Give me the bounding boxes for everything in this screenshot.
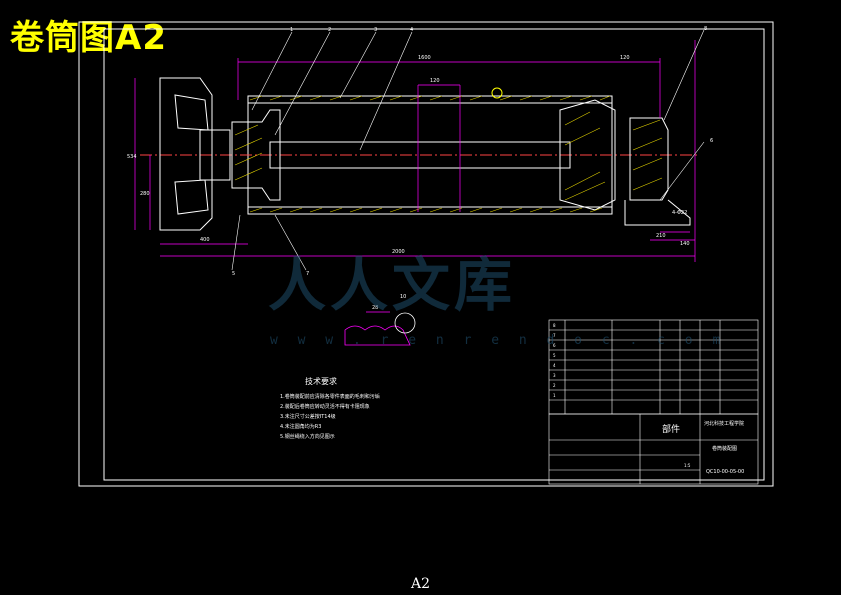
svg-text:3: 3 (553, 373, 556, 378)
drawing-title: 卷筒图A2 (10, 18, 167, 58)
dim-text: 280 (140, 191, 150, 197)
tech-req-line: 5.钢丝绳绕入方向见图示 (280, 433, 335, 440)
left-bearing-seat (159, 77, 213, 231)
rope-groove-detail (344, 311, 416, 346)
right-bearing (629, 117, 669, 201)
shaft (269, 141, 571, 169)
dimension-texts: 1600 120 120 2000 400 210 140 4-Φ22 534 … (127, 55, 690, 311)
title-block-scale: 1:5 (684, 463, 691, 468)
tech-req-line: 2.装配后卷筒应转动灵活不得有卡阻现象 (280, 403, 370, 410)
tech-req-line: 1.卷筒装配前应清除各零件表面的毛刺和污垢 (280, 393, 380, 400)
tech-req-lines: 1.卷筒装配前应清除各零件表面的毛刺和污垢 2.装配后卷筒应转动灵活不得有卡阻现… (280, 393, 380, 440)
parts-list-text: 8 7 6 5 4 3 2 1 (553, 323, 556, 398)
svg-text:6: 6 (553, 343, 556, 348)
dim-text: 120 (620, 55, 630, 61)
part-labels: 1 2 3 4 5 6 7 8 (232, 26, 713, 277)
part-label: 6 (710, 138, 713, 144)
dim-text: 28 (372, 305, 378, 311)
svg-text:4: 4 (553, 363, 556, 368)
dimension-lines (134, 40, 696, 262)
part-label: 8 (704, 26, 707, 32)
sheet-size-label: A2 (410, 576, 431, 592)
watermark-url: w w w . r e n r e n d o c . c o m (270, 333, 727, 348)
svg-text:2: 2 (553, 383, 556, 388)
watermark-text: 人人文库 (268, 251, 517, 319)
title-block-drawing-name: 卷筒装配图 (712, 445, 737, 452)
title-block-drawing-no: QC10-00-05-00 (706, 469, 744, 475)
right-hub (559, 99, 616, 211)
dim-text: 534 (127, 154, 137, 160)
dim-text: 4-Φ22 (672, 210, 687, 216)
left-hub (231, 109, 281, 201)
part-label: 7 (306, 271, 309, 277)
svg-text:5: 5 (553, 353, 556, 358)
drum-assembly (140, 77, 700, 231)
title-block (548, 413, 759, 485)
part-label: 1 (290, 27, 293, 33)
inner-border (103, 28, 765, 481)
dim-text: 2000 (392, 249, 405, 255)
outer-border (78, 21, 774, 487)
part-label: 5 (232, 271, 235, 277)
svg-text:8: 8 (553, 323, 556, 328)
svg-text:7: 7 (553, 333, 556, 338)
tech-req-line: 3.未注尺寸公差按IT14级 (280, 413, 336, 420)
leader-lines (231, 29, 705, 271)
tech-req-line: 4.未注圆角均为R3 (280, 423, 321, 430)
title-block-part: 部件 (662, 423, 680, 435)
svg-text:1: 1 (553, 393, 556, 398)
dim-text: 210 (656, 233, 666, 239)
title-block-school: 河北科技工程学院 (704, 420, 744, 427)
dim-text: 10 (400, 294, 406, 300)
tech-req-heading: 技术要求 (305, 376, 337, 386)
section-hatching (234, 95, 663, 213)
part-label: 3 (374, 27, 377, 33)
part-label: 2 (328, 27, 331, 33)
dim-text: 400 (200, 237, 210, 243)
dim-text: 140 (680, 241, 690, 247)
parts-list-table (548, 319, 759, 415)
dim-text: 120 (430, 78, 440, 84)
part-label: 4 (410, 27, 413, 33)
dim-text: 1600 (418, 55, 431, 61)
